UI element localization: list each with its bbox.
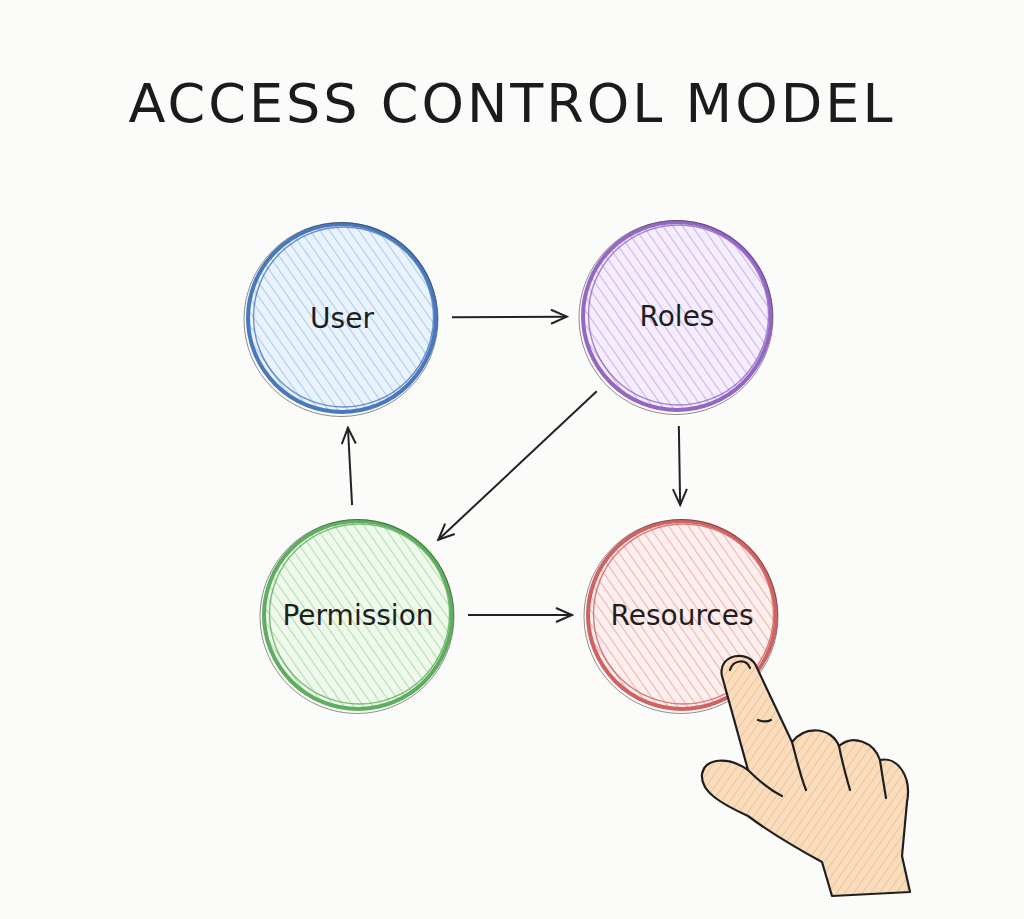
node-label: Permission xyxy=(282,599,433,632)
circle-node: Permission xyxy=(258,515,458,715)
node-label: Resources xyxy=(611,599,754,632)
diagram-title: ACCESS CONTROL MODEL xyxy=(0,72,1024,135)
arrow-connector xyxy=(438,391,596,540)
node-label: Roles xyxy=(640,300,715,333)
circle-node: User xyxy=(242,218,442,418)
node-label: User xyxy=(310,302,374,335)
arrow-connector xyxy=(468,614,572,616)
arrow-connector xyxy=(348,428,352,505)
circle-node: Resources xyxy=(582,515,782,715)
arrow-connector xyxy=(679,426,680,505)
arrow-connector xyxy=(452,316,567,319)
circle-node: Roles xyxy=(577,216,777,416)
